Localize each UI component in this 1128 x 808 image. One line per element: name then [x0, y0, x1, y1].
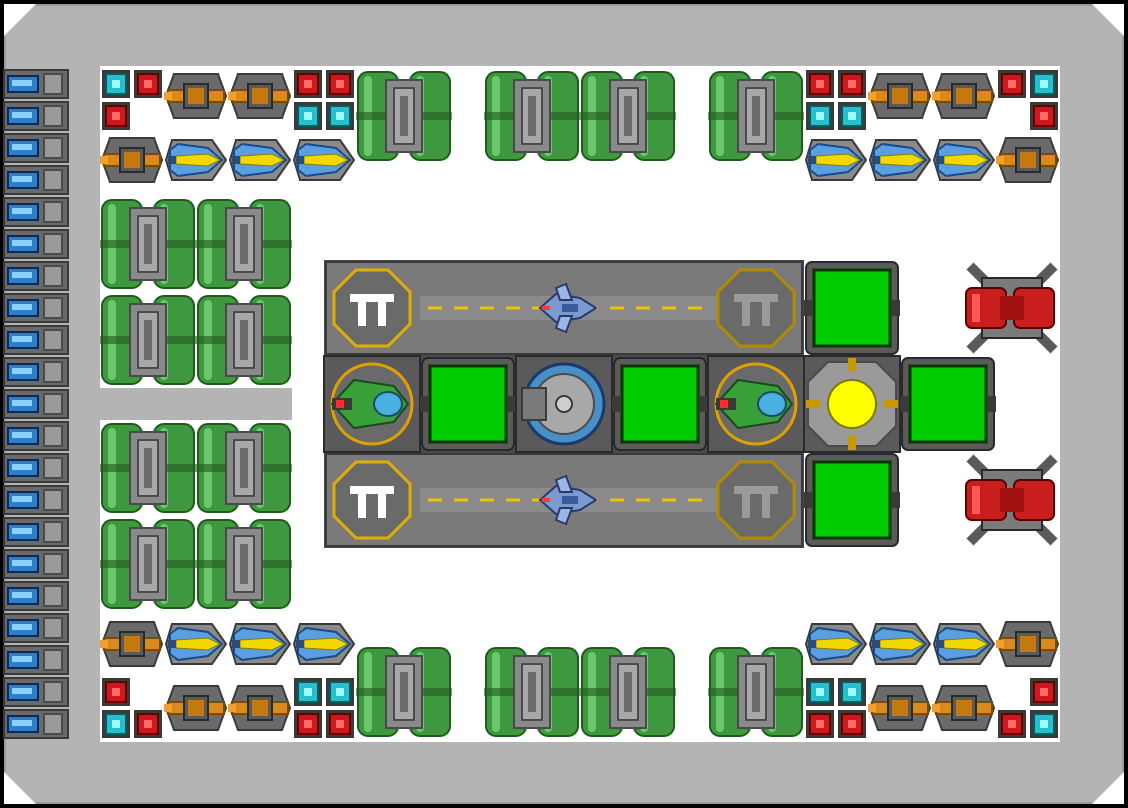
right-module	[802, 260, 1054, 548]
thruster-column	[3, 69, 69, 739]
bottom-left-cluster	[99, 621, 355, 739]
reactor-core	[827, 379, 877, 429]
left-tank-blocks	[99, 199, 293, 609]
top-left-cluster	[99, 69, 355, 183]
top-tank-row	[355, 71, 805, 161]
bottom-right-cluster	[805, 621, 1059, 739]
bottom-tank-row	[355, 647, 805, 737]
interior-wall	[100, 388, 292, 420]
hangar-complex	[322, 260, 806, 548]
top-right-cluster	[805, 69, 1059, 183]
